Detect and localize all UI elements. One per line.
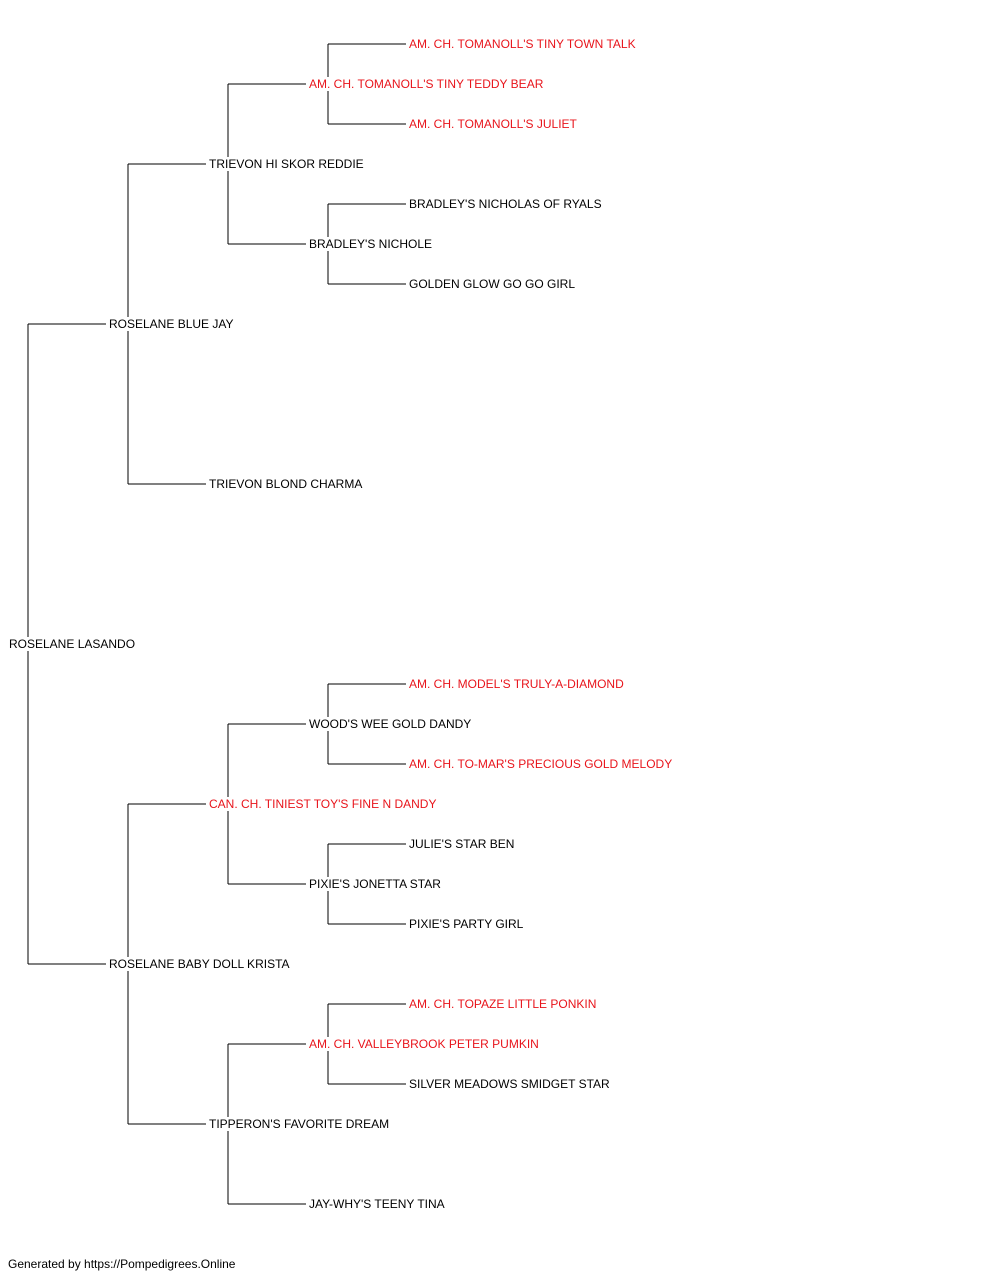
dog-dam-sire-sire-sire: AM. CH. MODEL'S TRULY-A-DIAMOND	[408, 677, 625, 691]
dog-dam-sire-sire: WOOD'S WEE GOLD DANDY	[308, 717, 473, 731]
dog-sire-sire-dam-sire: BRADLEY'S NICHOLAS OF RYALS	[408, 197, 603, 211]
dog: ROSELANE LASANDO	[8, 637, 137, 651]
dog-sire-sire-sire: AM. CH. TOMANOLL'S TINY TEDDY BEAR	[308, 77, 545, 91]
dog-dam-dam-sire-dam: SILVER MEADOWS SMIDGET STAR	[408, 1077, 611, 1091]
dog-dam-dam-dam: JAY-WHY'S TEENY TINA	[308, 1197, 446, 1211]
dog-sire-sire: TRIEVON HI SKOR REDDIE	[208, 157, 365, 171]
dog-dam-sire-sire-dam: AM. CH. TO-MAR'S PRECIOUS GOLD MELODY	[408, 757, 674, 771]
generated-by-footer: Generated by https://Pompedigrees.Online	[8, 1257, 236, 1271]
dog-dam-sire-dam-dam: PIXIE'S PARTY GIRL	[408, 917, 525, 931]
dog-sire-sire-sire-dam: AM. CH. TOMANOLL'S JULIET	[408, 117, 578, 131]
dog-dam: ROSELANE BABY DOLL KRISTA	[108, 957, 291, 971]
dog-sire: ROSELANE BLUE JAY	[108, 317, 235, 331]
dog-sire-sire-dam-dam: GOLDEN GLOW GO GO GIRL	[408, 277, 577, 291]
dog-dam-dam: TIPPERON'S FAVORITE DREAM	[208, 1117, 391, 1131]
dog-dam-sire-dam: PIXIE'S JONETTA STAR	[308, 877, 442, 891]
dog-dam-dam-sire: AM. CH. VALLEYBROOK PETER PUMKIN	[308, 1037, 540, 1051]
dog-sire-dam: TRIEVON BLOND CHARMA	[208, 477, 364, 491]
dog-sire-sire-sire-sire: AM. CH. TOMANOLL'S TINY TOWN TALK	[408, 37, 637, 51]
dog-dam-sire: CAN. CH. TINIEST TOY'S FINE N DANDY	[208, 797, 438, 811]
dog-sire-sire-dam: BRADLEY'S NICHOLE	[308, 237, 433, 251]
dog-dam-sire-dam-sire: JULIE'S STAR BEN	[408, 837, 516, 851]
dog-dam-dam-sire-sire: AM. CH. TOPAZE LITTLE PONKIN	[408, 997, 598, 1011]
